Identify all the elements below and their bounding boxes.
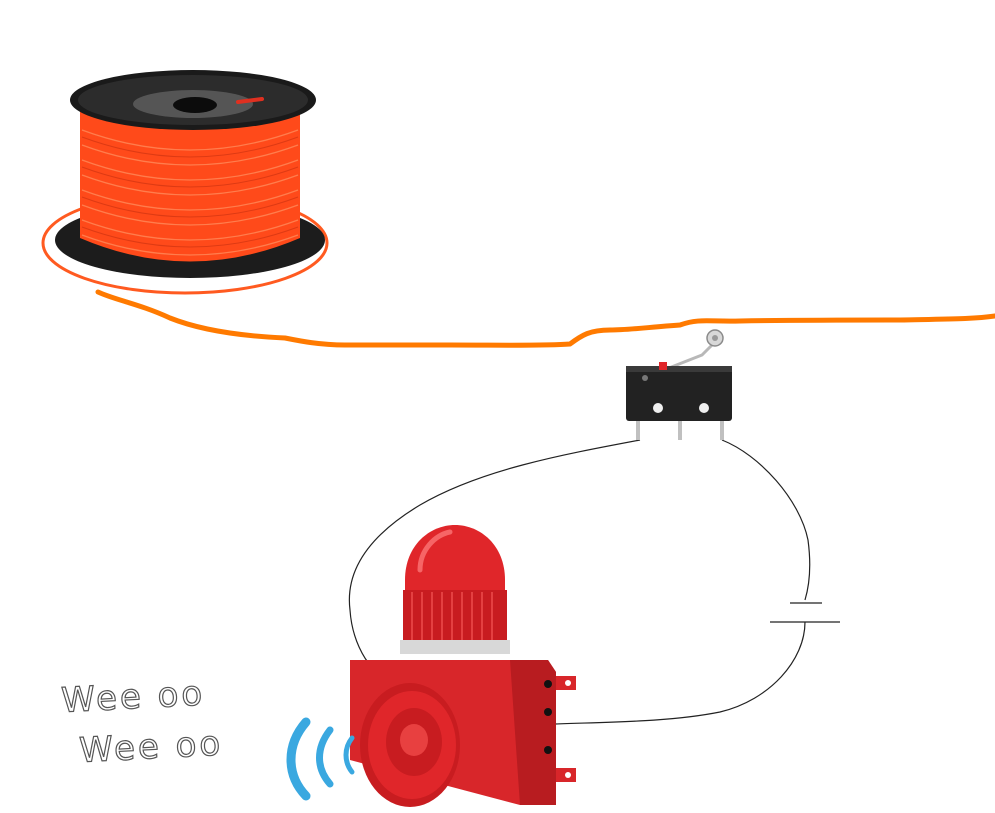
limit-switch-icon xyxy=(626,329,732,440)
alarm-siren-icon xyxy=(350,525,576,807)
handwriting-sound-text: Wee oo Wee oo xyxy=(60,673,225,772)
battery-symbol-icon xyxy=(770,602,840,623)
filament-spool-icon xyxy=(41,70,329,295)
tripwire-filament xyxy=(95,289,995,348)
handwriting-line-2: Wee oo xyxy=(78,724,224,771)
handwriting-line-1: Wee oo xyxy=(60,674,206,721)
circuit-wires xyxy=(348,439,811,725)
sound-waves-icon xyxy=(286,717,355,801)
